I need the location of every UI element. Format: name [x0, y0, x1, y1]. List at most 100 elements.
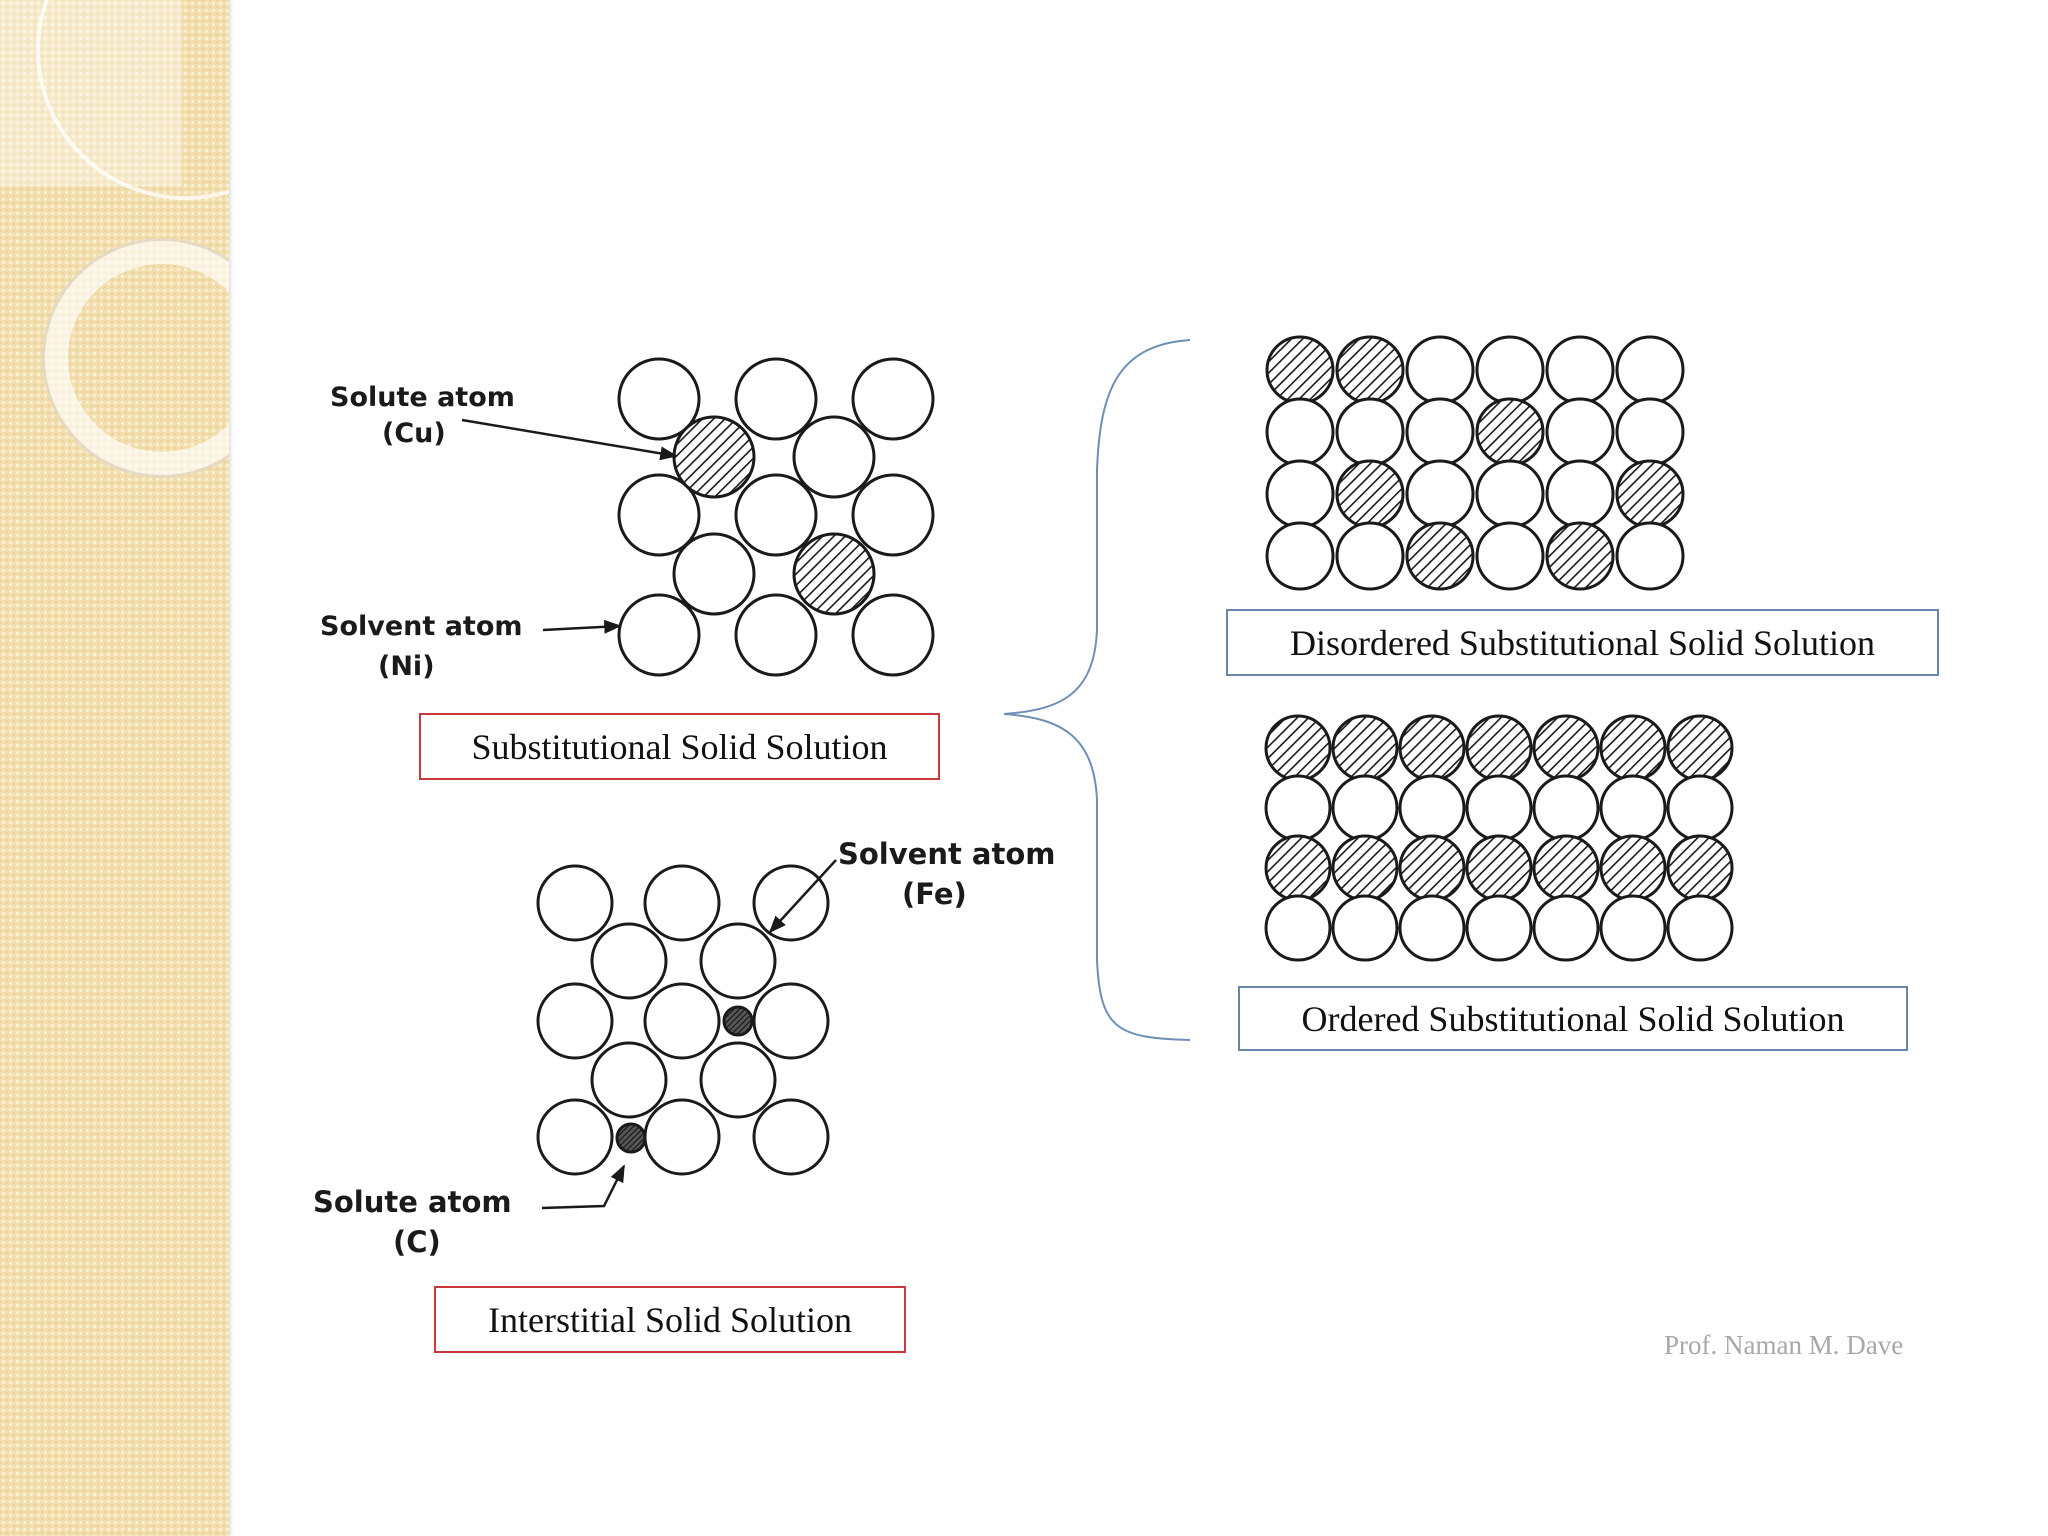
solvent-atom [1465, 894, 1533, 962]
solvent-atom [752, 982, 830, 1060]
substitutional-solute-label: Solute atom (Cu) [330, 382, 678, 461]
interstitial-solvent-label: Solvent atom (Fe) [768, 837, 1056, 934]
solvent-atom [1405, 397, 1475, 467]
ordered-caption: Ordered Substitutional Solid Solution [1238, 986, 1908, 1051]
solvent-atom [643, 982, 721, 1060]
interstitial-solute-atom [722, 1005, 754, 1037]
solute-atom [1265, 335, 1335, 405]
solvent-atom [699, 1041, 777, 1119]
sub-solvent-arrow [542, 619, 622, 634]
solvent-atom [590, 922, 668, 1000]
solvent-atom [643, 1098, 721, 1176]
solvent-atom [1475, 521, 1545, 591]
ordered-caption-text: Ordered Substitutional Solid Solution [1301, 998, 1845, 1039]
disordered-lattice [1265, 335, 1685, 591]
sub-solute-label-line2: (Cu) [382, 418, 446, 449]
solvent-atom [1599, 774, 1667, 842]
interstitial-solute-label: Solute atom (C) [313, 1164, 626, 1259]
solute-atom [1666, 834, 1734, 902]
solute-atom [1545, 521, 1615, 591]
solvent-atom [734, 357, 818, 441]
solute-atom [1465, 834, 1533, 902]
solute-atom [1264, 714, 1332, 782]
solvent-atom [1599, 894, 1667, 962]
substitutional-solvent-label: Solvent atom (Ni) [320, 611, 622, 682]
solute-atom [1615, 459, 1685, 529]
solvent-atom [1265, 397, 1335, 467]
solvent-atom [1405, 335, 1475, 405]
solvent-atom [734, 473, 818, 557]
solvent-atom [1398, 894, 1466, 962]
solvent-atom [1331, 894, 1399, 962]
solvent-atom [1545, 397, 1615, 467]
solute-atom [1405, 521, 1475, 591]
int-solvent-arrow [768, 859, 837, 934]
interstitial-lattice [536, 864, 830, 1176]
solvent-atom [617, 473, 701, 557]
ordered-lattice [1264, 714, 1734, 962]
solvent-atom [1265, 521, 1335, 591]
solvent-atom [1532, 774, 1600, 842]
solute-atom [1599, 714, 1667, 782]
int-solute-arrow [541, 1164, 626, 1210]
solvent-atom [617, 357, 701, 441]
int-solvent-label-line1: Solvent atom [838, 837, 1056, 871]
solvent-atom [1264, 774, 1332, 842]
solvent-atom [536, 1098, 614, 1176]
sub-solvent-label-line2: (Ni) [378, 651, 435, 682]
solute-atom [1264, 834, 1332, 902]
int-solvent-label-line2: (Fe) [902, 877, 967, 911]
interstitial-solute-atom [615, 1122, 647, 1154]
solvent-atom [1545, 459, 1615, 529]
solvent-atom [1335, 397, 1405, 467]
disordered-caption: Disordered Substitutional Solid Solution [1226, 609, 1939, 676]
solvent-atom [1615, 521, 1685, 591]
solvent-atom [752, 1098, 830, 1176]
solvent-atom [1545, 335, 1615, 405]
solvent-atom [699, 922, 777, 1000]
solute-atom [1532, 834, 1600, 902]
solvent-atom [1615, 397, 1685, 467]
solvent-atom [1264, 894, 1332, 962]
solvent-atom [1331, 774, 1399, 842]
solvent-atom [1398, 774, 1466, 842]
solvent-atom [1465, 774, 1533, 842]
solvent-atom [1532, 894, 1600, 962]
solvent-atom [734, 593, 818, 677]
solute-atom [1398, 834, 1466, 902]
solvent-atom [1666, 894, 1734, 962]
solute-atom [1475, 397, 1545, 467]
solute-atom [1331, 714, 1399, 782]
solvent-atom [617, 593, 701, 677]
author-credit: Prof. Naman M. Dave [1664, 1330, 1904, 1360]
solute-atom [1335, 459, 1405, 529]
solvent-atom [851, 593, 935, 677]
solute-atom [672, 415, 756, 499]
solute-atom [792, 532, 876, 616]
substitutional-lattice [617, 357, 935, 677]
solute-atom [1335, 335, 1405, 405]
solvent-atom [643, 864, 721, 942]
solvent-atom [536, 982, 614, 1060]
sub-solute-label-line1: Solute atom [330, 382, 515, 413]
int-solute-label-line1: Solute atom [313, 1185, 512, 1219]
substitutional-caption-text: Substitutional Solid Solution [471, 726, 888, 767]
solvent-atom [752, 864, 830, 942]
solute-atom [1398, 714, 1466, 782]
solvent-atom [1475, 335, 1545, 405]
disordered-caption-text: Disordered Substitutional Solid Solution [1289, 622, 1876, 663]
solvent-atom [1405, 459, 1475, 529]
grouping-brace [1003, 339, 1191, 1041]
solute-atom [1331, 834, 1399, 902]
int-solute-label-line2: (C) [393, 1225, 441, 1259]
solvent-atom [851, 357, 935, 441]
solvent-atom [672, 532, 756, 616]
solvent-atom [536, 864, 614, 942]
sub-solute-arrow [461, 418, 678, 461]
solvent-atom [792, 415, 876, 499]
solvent-atom [1475, 459, 1545, 529]
interstitial-caption: Interstitial Solid Solution [434, 1286, 906, 1353]
substitutional-caption: Substitutional Solid Solution [419, 713, 940, 780]
